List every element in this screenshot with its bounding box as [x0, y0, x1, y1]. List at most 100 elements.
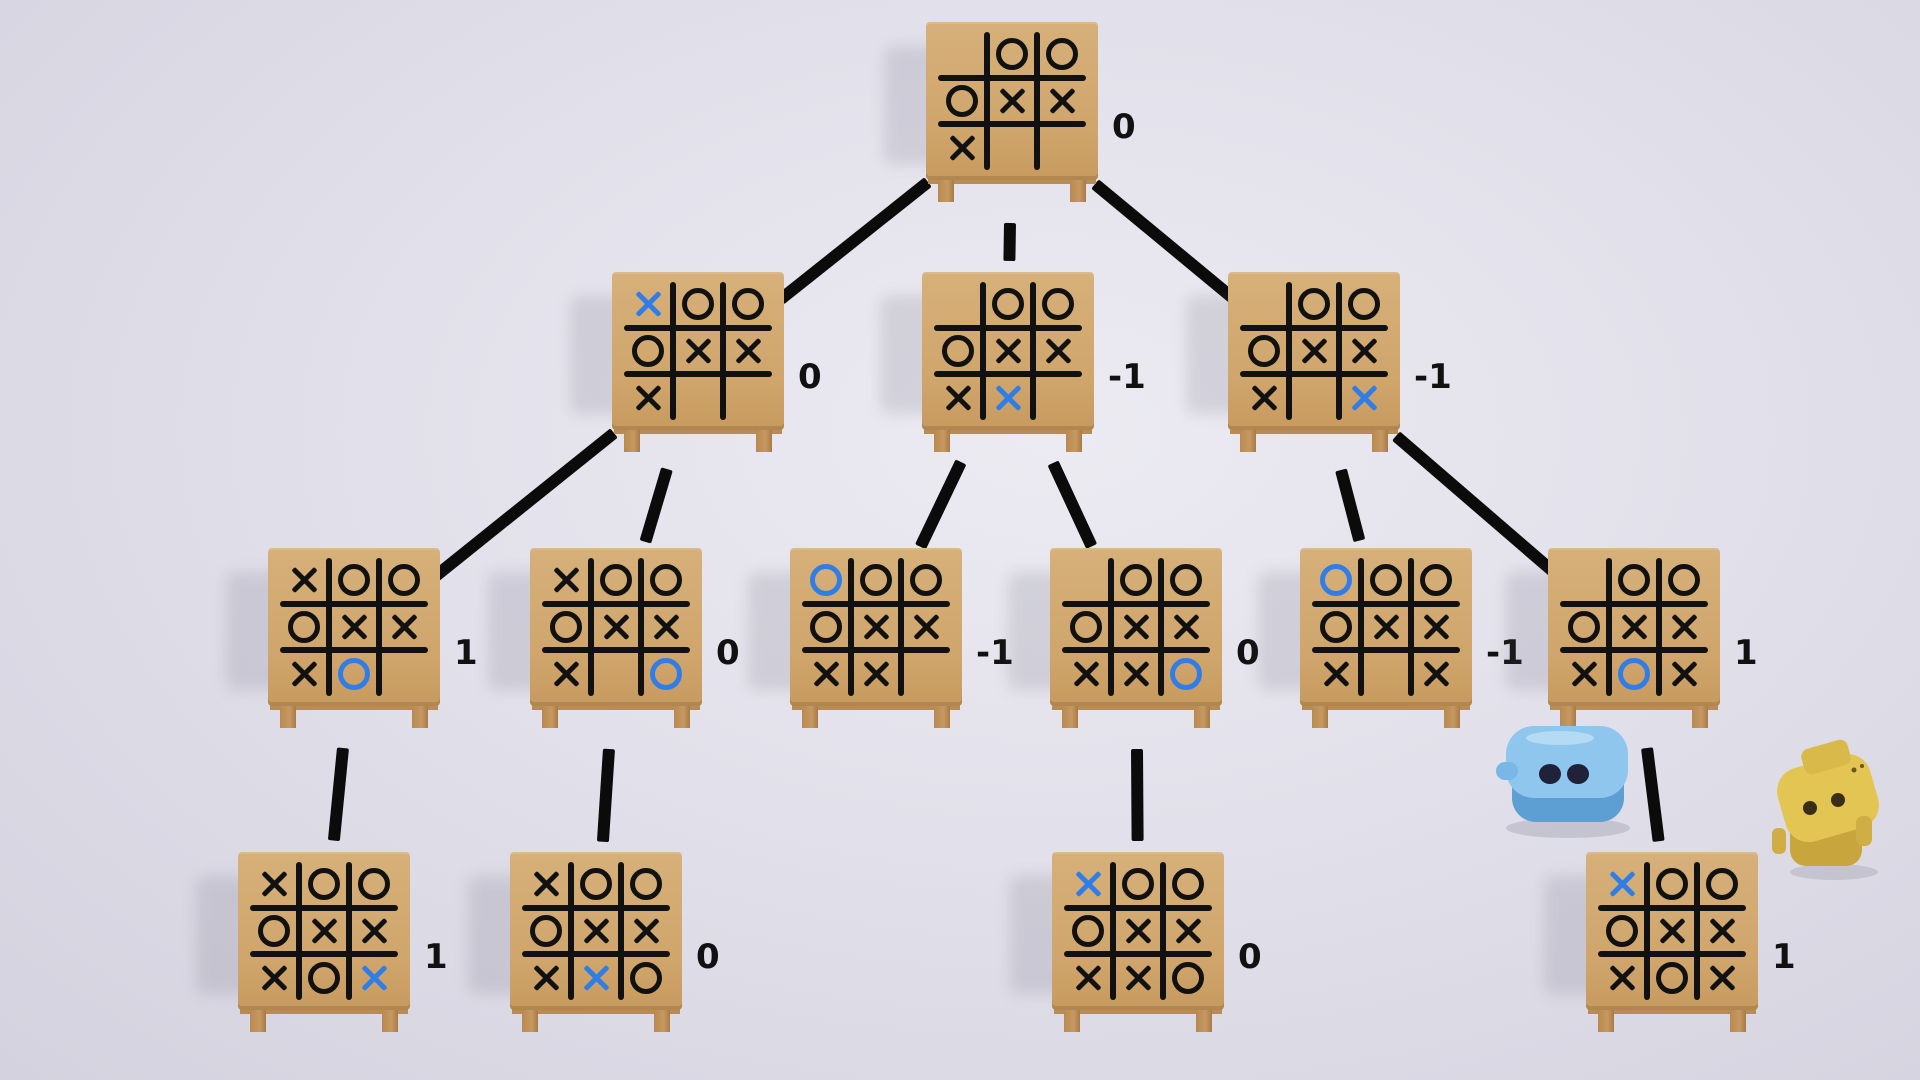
board-cell — [1610, 558, 1658, 602]
table-top — [1052, 852, 1224, 1010]
board-cell — [1112, 652, 1160, 696]
board-cell — [1312, 558, 1360, 602]
board-cell — [250, 909, 298, 953]
o-mark-icon — [1706, 868, 1738, 900]
table-leg — [1194, 700, 1210, 728]
o-mark-icon — [1606, 915, 1638, 947]
board-cell — [1340, 376, 1388, 420]
board-cell — [1114, 956, 1162, 1000]
table-top — [510, 852, 682, 1010]
grid-line — [1606, 558, 1612, 696]
board-cell — [1162, 652, 1210, 696]
x-mark-icon — [684, 337, 712, 365]
board-cell — [592, 558, 640, 602]
x-mark-icon — [632, 917, 660, 945]
grid-line — [638, 558, 644, 696]
grid-line — [980, 282, 986, 420]
table-leg — [1070, 174, 1086, 202]
board-cell — [1362, 652, 1410, 696]
game-state-node-l1-a — [612, 272, 784, 458]
o-mark-icon — [650, 564, 682, 596]
game-state-node-l3-d — [1586, 852, 1758, 1038]
table-leg — [522, 1004, 538, 1032]
x-mark-icon — [994, 337, 1022, 365]
grid-line — [1694, 862, 1700, 1000]
grid-line — [1312, 647, 1460, 653]
board-cell — [934, 329, 982, 373]
board-cell — [1648, 956, 1696, 1000]
board-cell — [622, 862, 670, 906]
o-mark-icon — [1348, 288, 1380, 320]
grid-line — [280, 647, 428, 653]
tic-tac-toe-board — [1240, 282, 1388, 420]
grid-line — [802, 601, 950, 607]
yellow-robot-icon — [1772, 739, 1879, 880]
board-cell — [1064, 862, 1112, 906]
grid-line — [1240, 325, 1388, 331]
o-mark-icon — [600, 564, 632, 596]
board-cell — [1560, 652, 1608, 696]
x-mark-icon — [290, 660, 318, 688]
board-cell — [1290, 376, 1338, 420]
board-cell — [1598, 909, 1646, 953]
board-cell — [674, 376, 722, 420]
tree-edge-l2-b-l3-b — [596, 748, 615, 842]
table-top — [790, 548, 962, 706]
o-mark-icon — [530, 915, 562, 947]
board-cell — [572, 909, 620, 953]
tree-edge-l2-a-l3-a — [328, 747, 350, 843]
grid-line — [326, 558, 332, 696]
grid-line — [1062, 647, 1210, 653]
tree-edge-l2-d-l3-c — [1130, 748, 1144, 842]
x-mark-icon — [360, 964, 388, 992]
board-cell — [1412, 558, 1460, 602]
board-cell — [1062, 652, 1110, 696]
board-cell — [1648, 862, 1696, 906]
x-mark-icon — [948, 134, 976, 162]
x-mark-icon — [1300, 337, 1328, 365]
board-cell — [1038, 79, 1086, 123]
grid-line — [898, 558, 904, 696]
minimax-value-label: 1 — [454, 633, 478, 673]
x-mark-icon — [602, 613, 630, 641]
grid-line — [1034, 32, 1040, 170]
x-mark-icon — [1172, 613, 1200, 641]
o-mark-icon — [1170, 564, 1202, 596]
table-leg — [382, 1004, 398, 1032]
o-mark-icon — [1120, 564, 1152, 596]
board-cell — [1038, 126, 1086, 170]
grid-line — [1064, 905, 1212, 911]
o-mark-icon — [1618, 658, 1650, 690]
minimax-value-label: -1 — [976, 633, 1014, 673]
board-cell — [1660, 605, 1708, 649]
tic-tac-toe-board — [250, 862, 398, 1000]
blue-robot-character — [1490, 718, 1650, 838]
tic-tac-toe-board — [1312, 558, 1460, 696]
grid-line — [346, 862, 352, 1000]
table-top — [268, 548, 440, 706]
grid-line — [1240, 371, 1388, 377]
board-cell — [802, 558, 850, 602]
board-cell — [300, 909, 348, 953]
table-top — [1228, 272, 1400, 430]
o-mark-icon — [1320, 611, 1352, 643]
tic-tac-toe-board — [1062, 558, 1210, 696]
table-top — [1300, 548, 1472, 706]
table-leg — [1240, 424, 1256, 452]
x-mark-icon — [582, 917, 610, 945]
board-cell — [624, 329, 672, 373]
x-mark-icon — [340, 613, 368, 641]
x-mark-icon — [1350, 337, 1378, 365]
board-cell — [1240, 329, 1288, 373]
o-mark-icon — [910, 564, 942, 596]
board-cell — [1610, 605, 1658, 649]
board-cell — [984, 282, 1032, 326]
table-leg — [674, 700, 690, 728]
table-leg — [1444, 700, 1460, 728]
tic-tac-toe-board — [1598, 862, 1746, 1000]
board-cell — [852, 652, 900, 696]
game-state-node-l2-f — [1548, 548, 1720, 734]
yellow-robot-character — [1762, 730, 1912, 880]
table-leg — [624, 424, 640, 452]
board-cell — [988, 32, 1036, 76]
